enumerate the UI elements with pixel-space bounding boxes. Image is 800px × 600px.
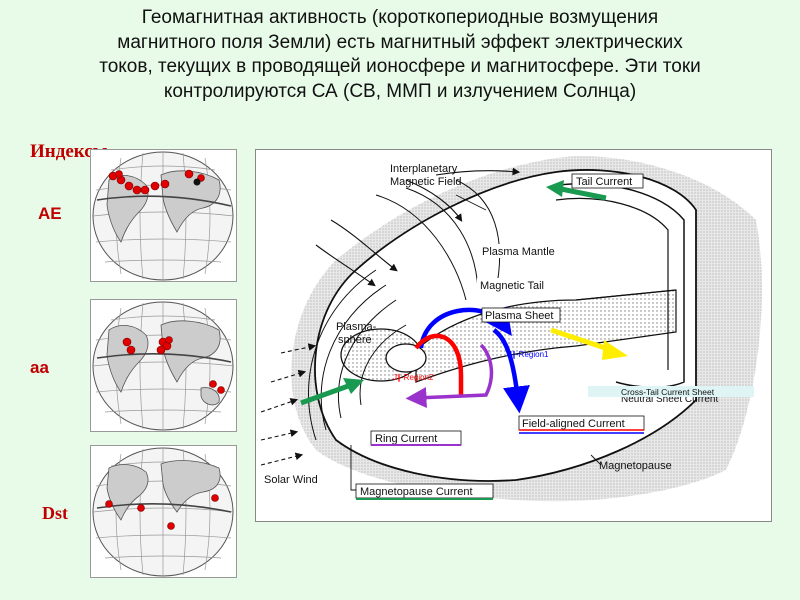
- label-tail-current: Tail Current: [576, 176, 632, 188]
- label-magnetic-tail: Magnetic Tail: [480, 280, 544, 292]
- indices-heading: Индексы: [30, 141, 108, 162]
- label-field-aligned: Field-aligned Current: [522, 418, 625, 430]
- label-neutral-sheet: Neutral Sheet Current: [621, 394, 718, 405]
- station-map-ae: [90, 149, 237, 282]
- title-line-1: Геомагнитная активность (короткопериодны…: [141, 7, 659, 28]
- magnetosphere-diagram: Interplanetary Magnetic Field Tail Curre…: [255, 149, 772, 522]
- label-magnetopause-current: Magnetopause Current: [360, 486, 473, 498]
- label-plasmasphere-line2: sphere: [338, 334, 372, 346]
- label-plasmasphere-line1: Plasma-: [336, 321, 377, 333]
- station-map-aa: [90, 299, 237, 432]
- label-cross-tail: Cross-Tail Current Sheet: [621, 387, 715, 397]
- title-line-3: токов, текущих в проводящей ионосфере и …: [99, 56, 701, 77]
- label-ring-current: Ring Current: [375, 433, 437, 445]
- index-label-aa: aa: [30, 358, 49, 377]
- slide-title: Геомагнитная активность (короткопериодны…: [20, 6, 780, 104]
- label-solar-wind: Solar Wind: [264, 474, 318, 486]
- title-line-2: магнитного поля Земли) есть магнитный эф…: [117, 31, 683, 53]
- label-region2: J∥-Region2: [393, 373, 434, 382]
- label-imf-line1: Interplanetary: [390, 163, 458, 175]
- title-line-4: контролируются СА (СВ, ММП и излучением …: [163, 80, 637, 102]
- station-map-dst: [90, 445, 237, 578]
- index-label-dst: Dst: [42, 503, 68, 523]
- label-imf-line2: Magnetic Field: [390, 176, 462, 188]
- index-label-ae: AE: [38, 204, 62, 223]
- label-plasma-sheet: Plasma Sheet: [485, 310, 553, 322]
- label-region1: J∥-Region1: [508, 350, 549, 359]
- label-plasma-mantle: Plasma Mantle: [482, 246, 555, 258]
- label-magnetopause: Magnetopause: [599, 460, 672, 472]
